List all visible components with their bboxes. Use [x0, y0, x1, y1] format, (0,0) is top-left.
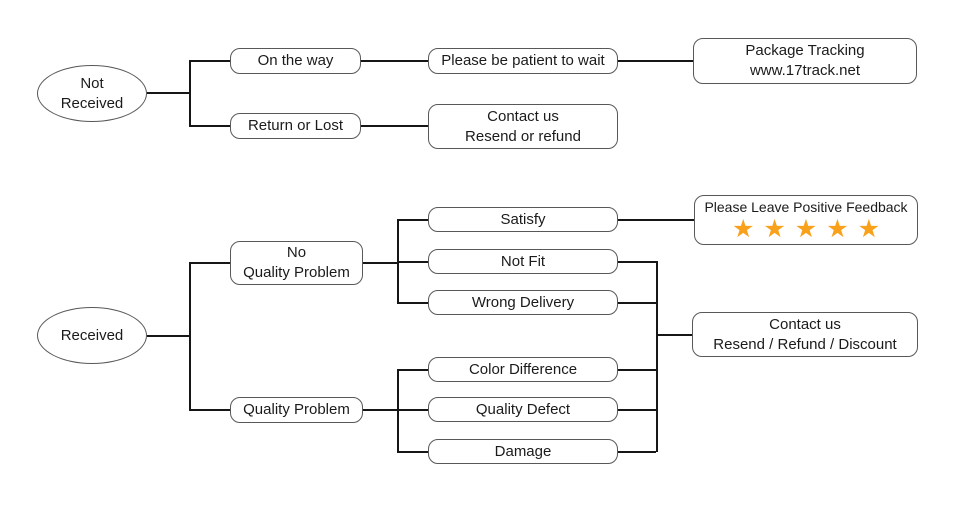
node-contact-us-resend-refund: Contact us Resend or refund: [428, 104, 618, 149]
connector-line: [397, 219, 428, 221]
five-star-rating: ★★★★★: [731, 215, 890, 244]
connector-line: [618, 261, 656, 263]
connector-line: [361, 125, 428, 127]
node-no-quality-problem: No Quality Problem: [230, 241, 363, 285]
connector-line: [618, 302, 656, 304]
connector-line: [363, 262, 397, 264]
connector-line: [189, 409, 230, 411]
connector-line: [618, 409, 656, 411]
node-color-difference: Color Difference: [428, 357, 618, 382]
connector-line: [147, 92, 189, 94]
connector-line: [656, 334, 692, 336]
node-not-fit: Not Fit: [428, 249, 618, 274]
connector-line: [361, 60, 428, 62]
node-package-tracking: Package Tracking www.17track.net: [693, 38, 917, 84]
node-satisfy: Satisfy: [428, 207, 618, 232]
connector-line: [618, 60, 693, 62]
node-wrong-delivery: Wrong Delivery: [428, 290, 618, 315]
connector-line: [397, 302, 428, 304]
node-not-received: Not Received: [37, 65, 147, 122]
connector-line: [189, 262, 191, 410]
node-return-or-lost: Return or Lost: [230, 113, 361, 139]
connector-line: [397, 451, 428, 453]
connector-line: [147, 335, 189, 337]
node-quality-defect: Quality Defect: [428, 397, 618, 422]
connector-line: [618, 219, 694, 221]
connector-line: [363, 409, 397, 411]
connector-line: [397, 369, 428, 371]
connector-line: [189, 60, 191, 126]
node-damage: Damage: [428, 439, 618, 464]
node-positive-feedback: Please Leave Positive Feedback ★★★★★: [694, 195, 918, 245]
connector-line: [618, 369, 656, 371]
connector-line: [189, 125, 230, 127]
node-contact-us-resend-refund-discount: Contact us Resend / Refund / Discount: [692, 312, 918, 357]
node-received: Received: [37, 307, 147, 364]
node-please-be-patient: Please be patient to wait: [428, 48, 618, 74]
connector-line: [189, 60, 230, 62]
connector-line: [618, 451, 656, 453]
connector-line: [189, 262, 230, 264]
connector-line: [397, 409, 428, 411]
connector-line: [397, 369, 399, 452]
positive-feedback-label: Please Leave Positive Feedback: [704, 198, 908, 215]
node-quality-problem: Quality Problem: [230, 397, 363, 423]
connector-line: [656, 261, 658, 452]
node-on-the-way: On the way: [230, 48, 361, 74]
connector-line: [397, 261, 428, 263]
